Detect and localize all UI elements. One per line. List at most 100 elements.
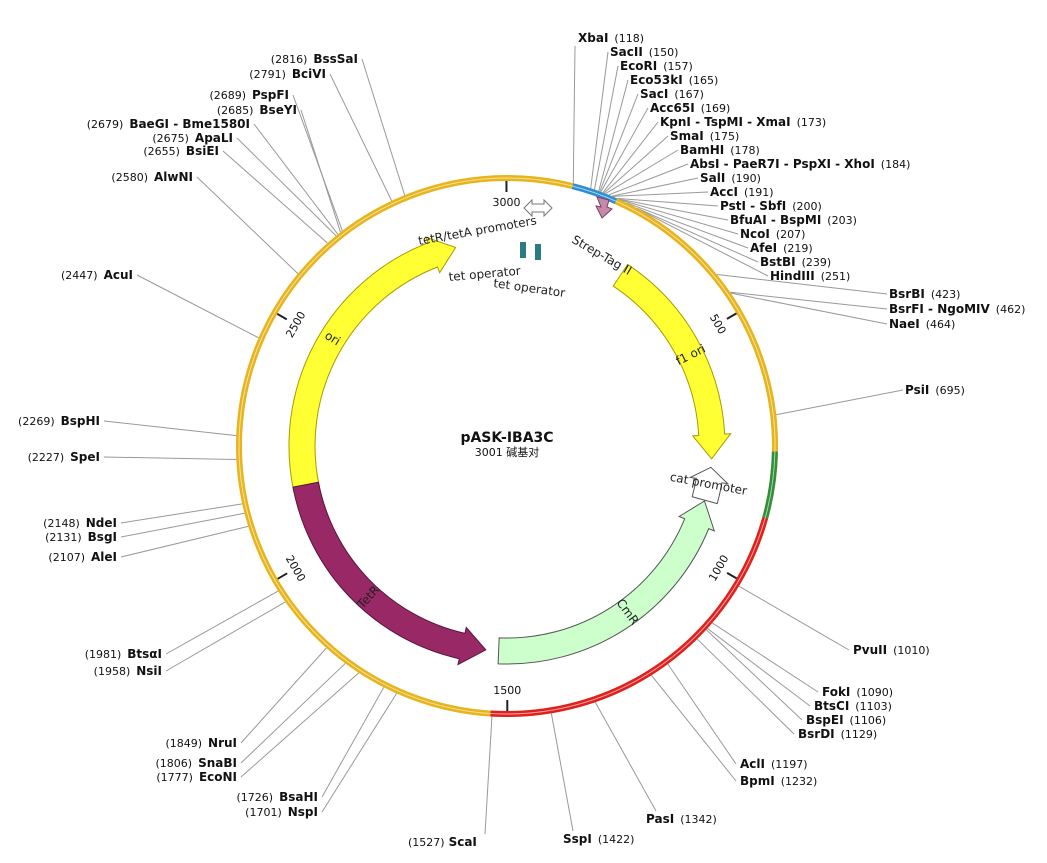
enzyme-position: (2791) [249,68,286,81]
leader-line [240,672,360,778]
enzyme-position: (175) [710,130,740,143]
leader-line [707,628,811,707]
tick-mark [726,571,738,580]
enzyme-label: BsrBI (423) [889,287,960,301]
ori-arrow [288,236,457,493]
enzyme-label: Acc65I (169) [650,101,730,115]
leader-line [136,274,259,339]
backbone-segment-line [572,185,617,202]
leader-line [705,629,803,721]
enzyme-label: EcoRI(157) [620,59,693,73]
enzyme-name: BtsαI [127,647,162,661]
enzyme-name: EcoNI [199,770,237,784]
leader-line [550,713,574,832]
enzyme-name: BssSaI [313,52,358,66]
enzyme-position: (2148) [43,517,80,530]
enzyme-name: PsiI [905,383,929,397]
plasmid-name: pASK-IBA3C [460,430,553,446]
enzyme-position: (1726) [237,791,274,804]
enzyme-position: (1981) [85,648,122,661]
enzyme-label: BspHI(2269) [18,414,100,428]
enzyme-position: (1232) [781,775,818,788]
enzyme-name: PvuII [853,643,887,657]
enzyme-name: SacI [640,87,668,101]
leader-line [253,123,339,235]
enzyme-position: (1422) [598,833,635,846]
enzyme-position: (462) [996,303,1026,316]
enzyme-name: BsrBI [889,287,925,301]
enzyme-label: SacII(150) [610,45,678,59]
ori-label: ori [322,328,343,348]
leader-line [611,177,699,197]
enzyme-position: (2685) [217,104,254,117]
enzyme-label: PstI - SbfI(200) [720,199,822,213]
enzyme-label: PsiI (695) [905,383,965,397]
leader-line [738,585,850,651]
enzyme-name: PstI - SbfI [720,199,786,213]
enzyme-position: (2107) [48,551,85,564]
enzyme-label: BsiEI(2655) [143,144,219,158]
enzyme-name: Acc65I [650,101,695,115]
enzyme-label: BtsαI (1981) [85,647,162,661]
enzyme-position: (165) [689,74,719,87]
enzyme-label: KpnI - TspMI - XmaI(173) [660,115,826,129]
enzyme-name: NdeI [86,516,117,530]
enzyme-label: BamHI(178) [680,143,760,157]
enzyme-position: (167) [674,88,704,101]
tet-operator-box-1 [520,242,526,258]
tet-promoters-feature: tetR/tetA promoters [417,198,553,248]
enzyme-position: (1527) [408,836,445,849]
enzyme-name: PspFI [252,88,289,102]
leader-line [120,503,243,524]
enzyme-position: (2131) [45,531,82,544]
leader-line [321,693,397,813]
leader-line [696,638,795,735]
enzyme-label: SmaI(175) [670,129,739,143]
enzyme-position: (178) [730,144,760,157]
enzyme-name: BaeGI - Bme1580I [129,117,250,131]
leader-line [103,420,237,437]
enzyme-position: (1106) [850,714,887,727]
leader-line [165,590,279,655]
strep-tag-label: Strep-Tag II [570,232,635,277]
leader-line [716,274,888,295]
enzyme-label: BsaHI(1726) [237,790,318,804]
tick-label: 500 [707,312,729,337]
enzyme-position: (695) [935,384,965,397]
enzyme-name: NsiI [136,664,162,678]
leader-line [651,674,737,782]
enzyme-position: (1010) [893,644,930,657]
leader-line [329,73,393,201]
enzyme-position: (423) [931,288,961,301]
enzyme-name: BspHI [61,414,100,428]
leader-line [240,663,346,764]
leader-line [572,45,576,184]
tet-operator-box-2 [535,244,541,260]
leader-line [712,622,819,693]
tick-label: 2000 [283,553,308,584]
leader-line [612,191,709,197]
tick-mark [277,572,288,580]
f1-ori-arrow [612,263,732,460]
enzyme-label: BseYI(2685) [217,103,297,117]
enzyme-position: (1090) [856,686,893,699]
enzyme-label: FokI(1090) [822,685,893,699]
enzyme-name: AfeI [750,241,777,255]
enzyme-position: (169) [701,102,731,115]
enzyme-name: SpeI [70,450,100,464]
leader-line [361,58,406,196]
enzyme-name: KpnI - TspMI - XmaI [660,115,791,129]
enzyme-label: NaeI(464) [889,317,955,331]
enzyme-label: BsgI(2131) [45,530,117,544]
enzyme-label: SacI (167) [640,87,704,101]
enzyme-name: AbsI - PaeR7I - PspXI - XhoI [690,157,875,171]
enzyme-label: NsiI(1958) [94,664,162,678]
enzyme-position: (2689) [209,89,246,102]
enzyme-name: NspI [288,805,318,819]
leader-line [165,601,286,672]
enzyme-label: BciVI(2791) [249,67,326,81]
enzyme-position: (1197) [771,758,808,771]
leader-line [642,211,769,277]
enzyme-label: AleI(2107) [48,550,117,564]
